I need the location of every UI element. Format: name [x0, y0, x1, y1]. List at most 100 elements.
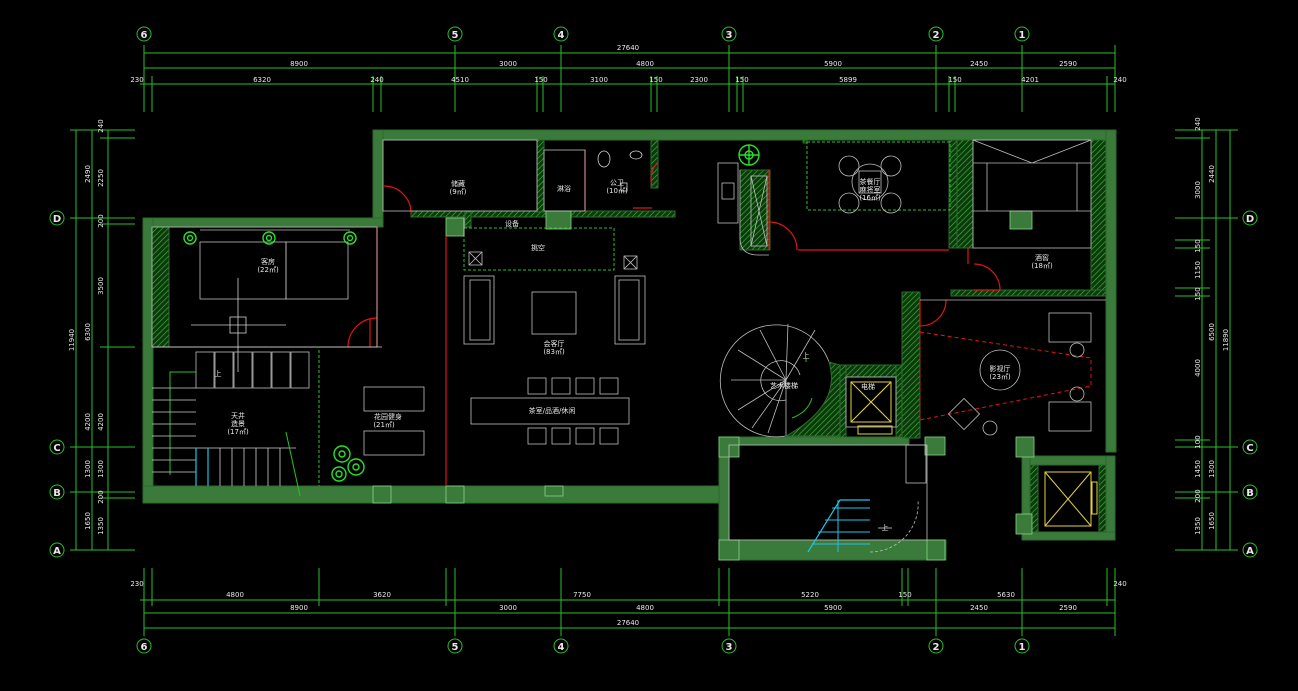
bottom-axis-markers: 6 5 4 3 2 1 — [136, 638, 1030, 654]
dim-top-r3-2: 6320 — [253, 76, 271, 84]
plant-icon — [183, 231, 197, 245]
dim-right-mid-3: 1300 — [1208, 460, 1216, 478]
dim-right-inner-10: 1350 — [1194, 517, 1202, 535]
room-area-patio: (17㎡) — [227, 428, 249, 436]
axis-marker-A-right: A — [1242, 542, 1258, 558]
dim-bot-r2-1: 8900 — [290, 604, 308, 612]
room-label-garden: 花园健身 — [374, 412, 402, 421]
dim-bot-r1-7: 5630 — [997, 591, 1015, 599]
axis-marker-A-left: A — [49, 542, 65, 558]
dim-bot-r1-5: 5220 — [801, 591, 819, 599]
dim-bot-r2-2: 3000 — [499, 604, 517, 612]
axis-marker-1-bottom: 1 — [1014, 638, 1030, 654]
room-label-elevator: 电梯 — [861, 382, 875, 391]
axis-marker-6-bottom: 6 — [136, 638, 152, 654]
axis-marker-2-bottom: 2 — [928, 638, 944, 654]
svg-text:1: 1 — [1019, 642, 1026, 653]
room-label-tea-room: 茶餐厅 — [860, 177, 881, 186]
svg-text:1: 1 — [1019, 30, 1026, 41]
dim-left-inner-2: 2250 — [97, 169, 105, 187]
room-area-guest-room: (22㎡) — [257, 266, 279, 274]
plant-icon — [262, 231, 276, 245]
plant-icon — [347, 458, 365, 476]
room-label-guest-room: 客房 — [261, 257, 275, 266]
axis-marker-5-top: 5 — [447, 26, 463, 42]
dim-right-inner-8: 1450 — [1194, 460, 1202, 478]
left-axis-markers: D C B A — [49, 210, 65, 558]
dim-right-inner-1: 240 — [1194, 117, 1202, 130]
room-label-wine-cellar: 酒窖 — [1035, 253, 1049, 262]
axis-marker-B-right: B — [1242, 484, 1258, 500]
stair-up-label-lower: 上 — [882, 523, 889, 532]
svg-text:B: B — [53, 488, 61, 499]
room-area-tea-room: (16㎡) — [859, 194, 881, 202]
svg-text:C: C — [53, 443, 60, 454]
svg-text:4: 4 — [558, 642, 565, 653]
dim-right-mid-2: 6500 — [1208, 323, 1216, 341]
plant-icon — [333, 445, 351, 463]
plant-icons — [183, 144, 760, 482]
dim-top-r3-5: 150 — [534, 76, 547, 84]
axis-marker-D-left: D — [49, 210, 65, 226]
axis-marker-1-top: 1 — [1014, 26, 1030, 42]
room-label-patio: 天井 — [231, 411, 245, 420]
dim-bot-r1-3: 3620 — [373, 591, 391, 599]
svg-text:A: A — [1246, 546, 1254, 557]
columns — [372, 210, 1035, 561]
dim-top-total: 27640 — [617, 44, 639, 52]
dim-right-outer: 11890 — [1222, 329, 1230, 351]
dim-top-r3-6: 3100 — [590, 76, 608, 84]
dim-top-r2-1: 8900 — [290, 60, 308, 68]
stair-up-label-art-stair: 上 — [803, 351, 810, 360]
dim-top-r2-2: 3000 — [499, 60, 517, 68]
axis-marker-6-top: 6 — [136, 26, 152, 42]
svg-text:3: 3 — [726, 642, 733, 653]
dim-right-inner-6: 4000 — [1194, 359, 1202, 377]
dim-bot-r1-2: 4800 — [226, 591, 244, 599]
dim-bot-r2-5: 2450 — [970, 604, 988, 612]
axis-marker-4-bottom: 4 — [553, 638, 569, 654]
stair-up-label-patio: 上 — [215, 369, 222, 378]
room-label-cinema: 影视厅 — [990, 364, 1011, 373]
room-label-public-wc: 公卫 — [610, 179, 624, 187]
dim-left-inner-5: 4200 — [97, 413, 105, 431]
dim-left-inner-1: 240 — [97, 119, 105, 132]
dim-right-inner-5: 150 — [1194, 287, 1202, 300]
svg-text:B: B — [1246, 488, 1254, 499]
axis-marker-C-left: C — [49, 439, 65, 455]
dim-top-r3-1: 230 — [130, 76, 143, 84]
dim-right-inner-7: 100 — [1194, 435, 1202, 448]
outer-walls — [142, 129, 1117, 561]
room-label-patio-sub: 造景 — [231, 419, 245, 428]
dim-top-r2-6: 2590 — [1059, 60, 1077, 68]
svg-text:5: 5 — [452, 642, 459, 653]
dim-top-r3-12: 4201 — [1021, 76, 1039, 84]
dim-right-mid-1: 2440 — [1208, 165, 1216, 183]
svg-text:6: 6 — [141, 30, 148, 41]
dim-left-mid-3: 4200 — [84, 413, 92, 431]
dim-right-inner-2: 3000 — [1194, 181, 1202, 199]
axis-marker-5-bottom: 5 — [447, 638, 463, 654]
right-axis-markers: D C B A — [1242, 210, 1258, 558]
dim-top-r3-7: 150 — [649, 76, 662, 84]
room-labels: 储藏 (9㎡) 淋浴 公卫 (10㎡) 茶餐厅 麻将室 (16㎡) 酒窖 (18… — [215, 177, 1053, 532]
svg-text:6: 6 — [141, 642, 148, 653]
room-area-cinema: (23㎡) — [989, 373, 1011, 381]
dim-bot-r1-6: 150 — [898, 591, 911, 599]
dim-left-outer: 11940 — [68, 329, 76, 351]
dim-top-r3-3: 240 — [370, 76, 383, 84]
dim-top-r2-5: 2450 — [970, 60, 988, 68]
dim-bot-r2-6: 2590 — [1059, 604, 1077, 612]
dim-left-inner-3: 200 — [97, 214, 105, 227]
room-area-wine-cellar: (18㎡) — [1031, 262, 1053, 270]
dim-bot-total: 27640 — [617, 619, 639, 627]
dim-left-inner-4: 3500 — [97, 277, 105, 295]
room-label-living-hall: 会客厅 — [544, 339, 565, 348]
dim-left-inner-7: 200 — [97, 490, 105, 503]
dim-top-r3-13: 240 — [1113, 76, 1126, 84]
dim-top-r3-9: 150 — [735, 76, 748, 84]
dim-bot-r1-4: 7750 — [573, 591, 591, 599]
axis-marker-2-top: 2 — [928, 26, 944, 42]
dim-left-mid-2: 6300 — [84, 323, 92, 341]
